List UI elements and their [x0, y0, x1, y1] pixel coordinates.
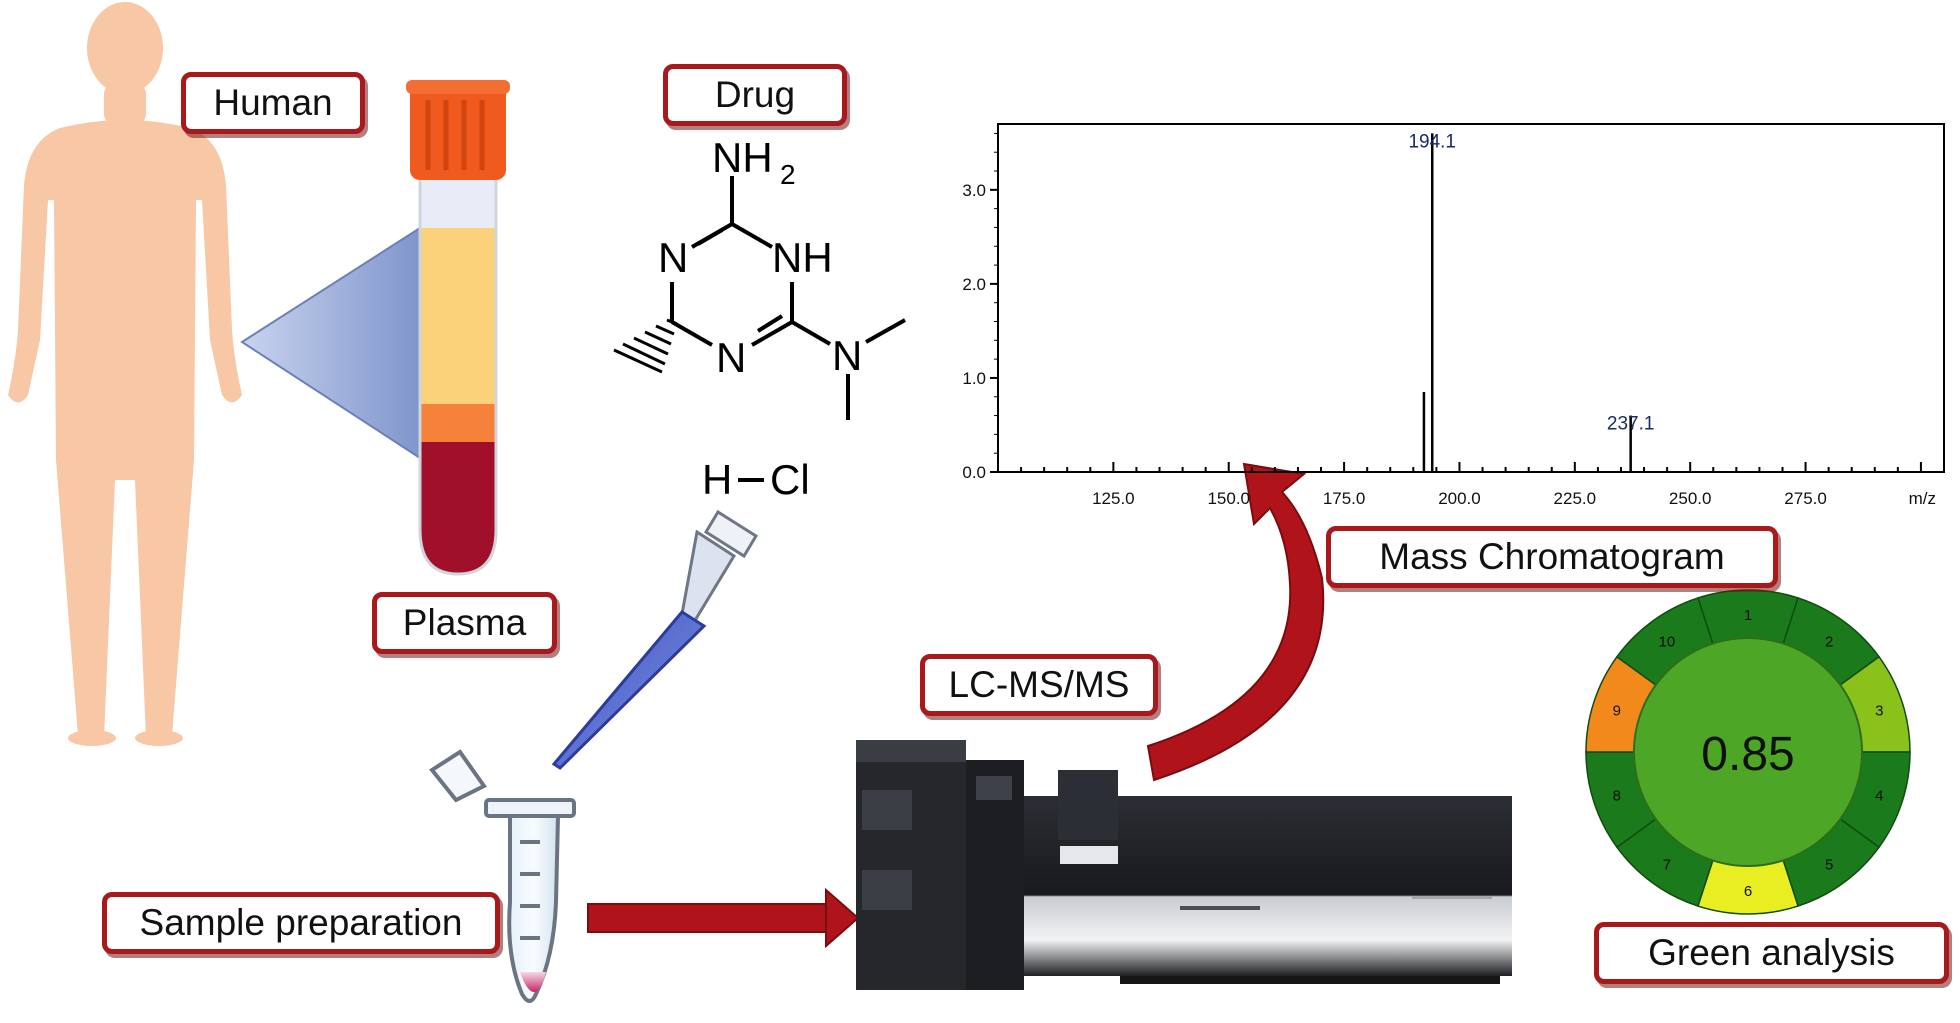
- flow-arrow-to-instrument: [587, 887, 860, 949]
- mass-chromatogram-label: Mass Chromatogram: [1326, 526, 1778, 588]
- segment-number: 7: [1663, 857, 1671, 874]
- sample-preparation-label: Sample preparation: [102, 892, 500, 954]
- ring-nitrogen-bottom: N: [716, 334, 746, 381]
- x-axis-label: m/z: [1909, 489, 1936, 508]
- peak-label: 237.1: [1607, 414, 1655, 435]
- x-tick-label: 150.0: [1207, 489, 1250, 508]
- y-tick-label: 0.0: [962, 463, 986, 482]
- x-tick-label: 125.0: [1092, 489, 1135, 508]
- y-tick-label: 3.0: [962, 181, 986, 200]
- x-tick-label: 250.0: [1669, 489, 1712, 508]
- segment-number: 3: [1875, 702, 1883, 719]
- green-score-value: 0.85: [1701, 728, 1794, 781]
- plasma-label: Plasma: [372, 592, 557, 654]
- nh2-subscript: 2: [780, 159, 796, 190]
- peak-label: 194.1: [1408, 131, 1456, 152]
- mass-spectrum-chart: 125.0 150.0 175.0 200.0 225.0 250.0 275.0 0.0 1.…: [962, 123, 1945, 508]
- blood-tube-icon: [406, 80, 510, 576]
- human-label: Human: [181, 72, 365, 134]
- lcmsms-instrument-icon: [856, 740, 1512, 990]
- segment-number: 1: [1744, 607, 1752, 624]
- x-tick-label: 200.0: [1438, 489, 1481, 508]
- dimethylamine-nitrogen: N: [832, 332, 862, 379]
- ring-nitrogen-left: N: [658, 234, 688, 281]
- ring-nh-label: NH: [772, 234, 833, 281]
- segment-number: 6: [1744, 883, 1752, 900]
- segment-number: 8: [1613, 788, 1621, 805]
- segment-number: 9: [1613, 702, 1621, 719]
- y-tick-label: 2.0: [962, 275, 986, 294]
- stereo-hash-bond: [613, 318, 678, 374]
- score-center: [1633, 637, 1863, 867]
- y-tick-label: 1.0: [962, 369, 986, 388]
- x-tick-label: 225.0: [1554, 489, 1597, 508]
- drug-label: Drug: [663, 64, 847, 126]
- plot-frame: [997, 123, 1945, 473]
- hcl-hydrogen: H: [702, 456, 732, 503]
- segment-number: 5: [1825, 857, 1833, 874]
- hcl-chlorine: Cl: [770, 456, 810, 503]
- nh2-group-label: NH: [712, 134, 773, 181]
- segment-number: 4: [1875, 788, 1883, 805]
- sample-tube-icon: [429, 749, 576, 1003]
- human-silhouette-icon: [8, 2, 242, 746]
- x-tick-label: 175.0: [1323, 489, 1366, 508]
- x-tick-label: 275.0: [1784, 489, 1827, 508]
- pipette-tip-icon: [551, 509, 759, 770]
- segment-number: 10: [1659, 633, 1676, 650]
- green-analysis-label: Green analysis: [1594, 922, 1949, 984]
- drug-molecule-structure: [670, 176, 906, 420]
- plasma-extraction-cone: [240, 226, 421, 460]
- segment-number: 2: [1825, 633, 1833, 650]
- curved-arrow-to-chromatogram: [1146, 462, 1325, 782]
- lcmsms-label: LC-MS/MS: [920, 654, 1158, 716]
- green-score-wheel: 1 2 3 4 5 6 7 8 9 10 0.85: [1585, 589, 1911, 915]
